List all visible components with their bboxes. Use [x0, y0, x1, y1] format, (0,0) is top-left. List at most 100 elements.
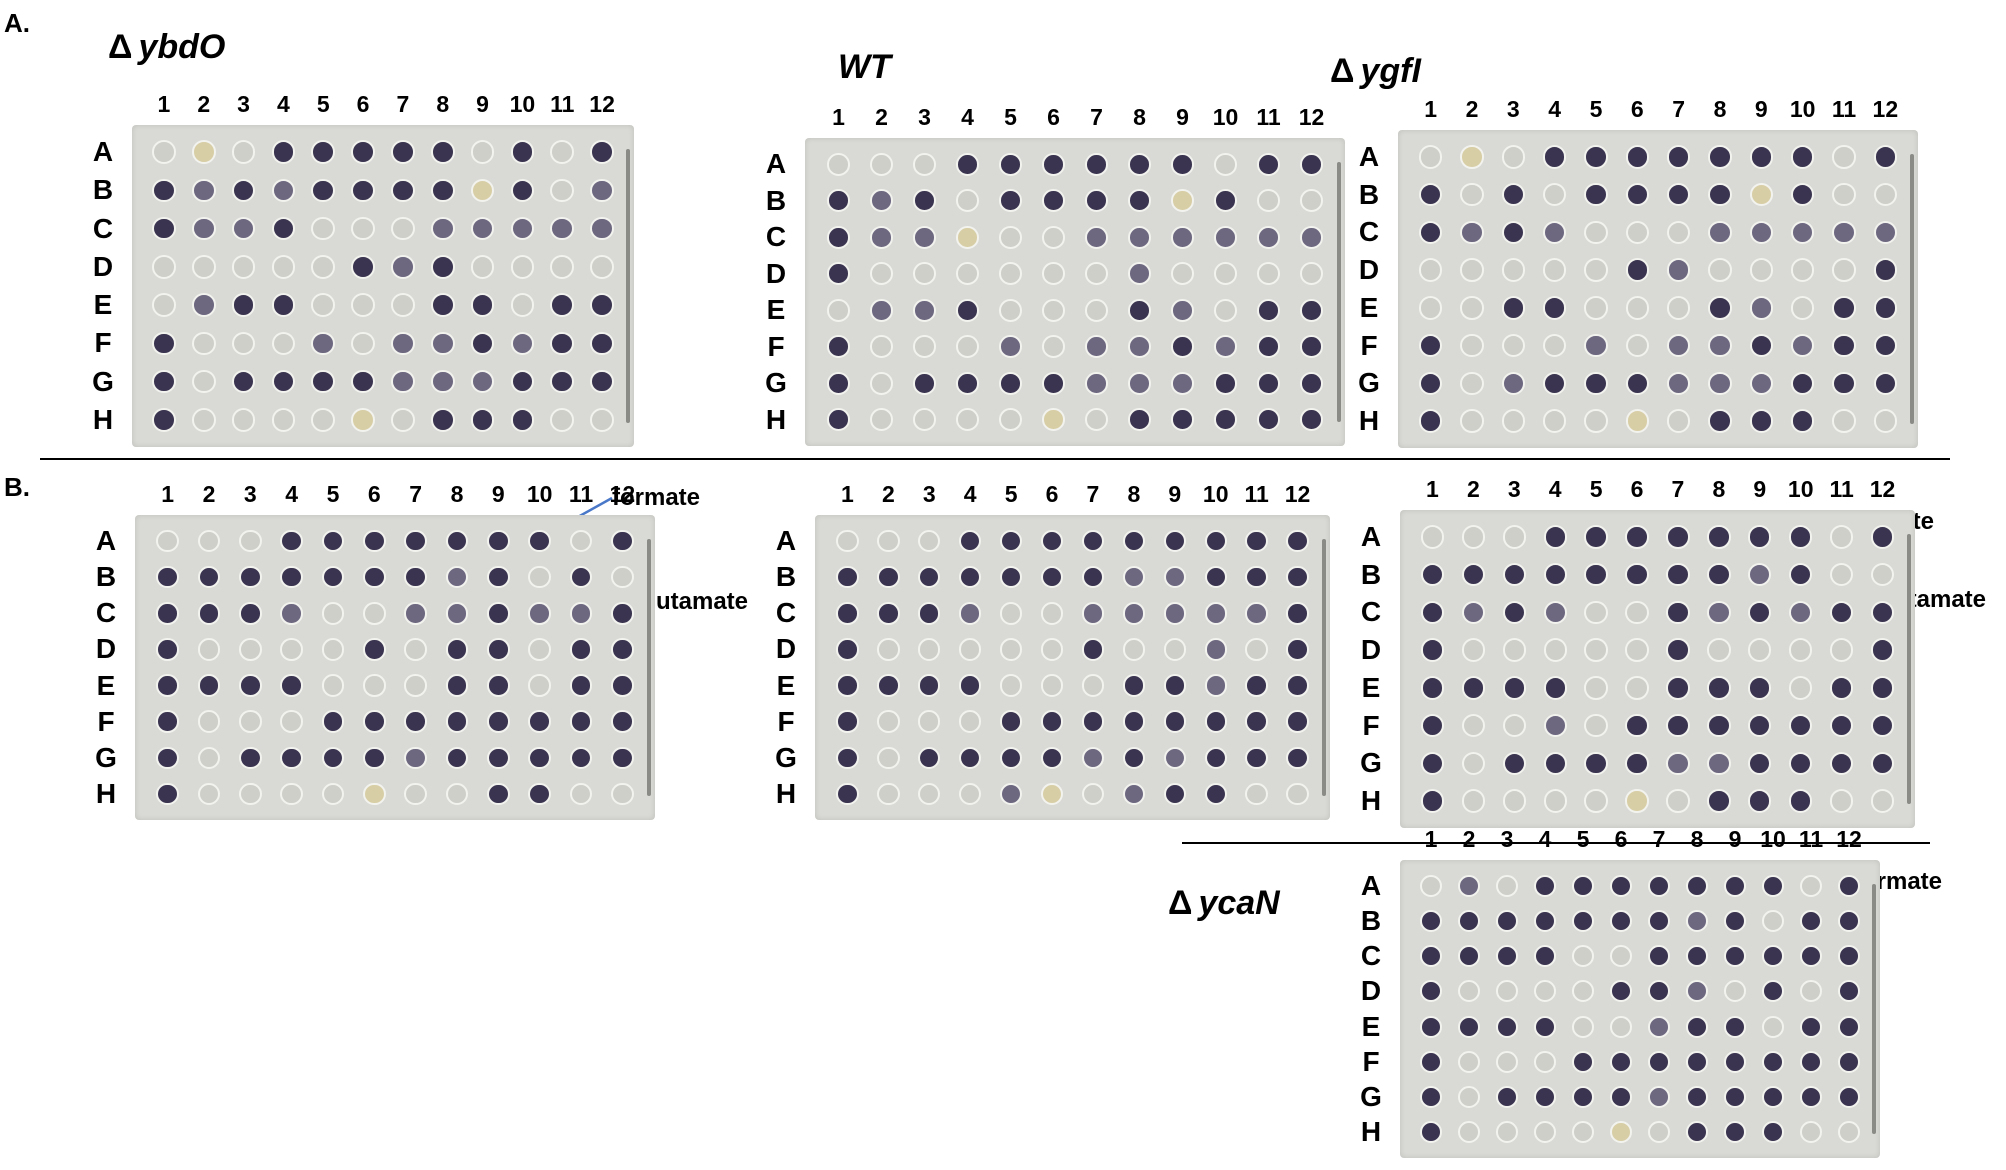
well	[550, 331, 575, 356]
well	[1214, 335, 1237, 359]
well	[1870, 638, 1895, 662]
column-label: 7	[1086, 481, 1100, 507]
well	[351, 369, 375, 394]
row-label: D	[1360, 634, 1382, 666]
row-label: H	[95, 777, 117, 809]
column-label: 4	[963, 481, 977, 507]
well	[1502, 676, 1526, 700]
well	[956, 408, 979, 432]
row-label: D	[1358, 254, 1380, 286]
column-label: 11	[550, 91, 575, 117]
well	[1686, 1050, 1708, 1073]
well	[510, 408, 535, 432]
well	[1832, 333, 1856, 358]
well	[1610, 1050, 1632, 1073]
well	[999, 262, 1022, 286]
well	[1496, 909, 1518, 932]
well	[1800, 1015, 1822, 1038]
well	[1707, 751, 1731, 776]
row-label: G	[95, 741, 117, 773]
well	[918, 782, 941, 806]
well	[1496, 874, 1518, 897]
well	[999, 638, 1023, 661]
well	[1648, 1121, 1670, 1144]
well	[1666, 789, 1690, 813]
well	[1300, 262, 1323, 286]
plate-edge	[1907, 534, 1911, 804]
column-label: 9	[1753, 476, 1767, 502]
well	[1666, 525, 1690, 549]
well	[510, 216, 535, 241]
well	[1122, 746, 1146, 769]
well	[1085, 408, 1108, 432]
well	[1420, 525, 1445, 549]
column-label: 5	[1589, 476, 1603, 502]
well	[271, 255, 296, 279]
well	[445, 602, 469, 625]
well	[1543, 751, 1567, 776]
delta-symbol: Δ	[108, 28, 133, 66]
well	[611, 782, 634, 806]
well	[1625, 789, 1649, 813]
well	[913, 225, 936, 249]
well	[1042, 371, 1065, 395]
well	[280, 782, 303, 806]
well	[1870, 751, 1895, 776]
well	[1163, 638, 1186, 661]
well	[569, 529, 593, 553]
well	[1572, 1121, 1594, 1144]
well	[1748, 789, 1772, 813]
well	[956, 152, 979, 176]
well	[404, 638, 427, 661]
well	[959, 565, 982, 589]
well	[1300, 408, 1323, 432]
well	[590, 369, 614, 394]
well	[1458, 909, 1480, 932]
well	[1420, 676, 1445, 700]
well	[1458, 1050, 1480, 1073]
well	[1040, 638, 1064, 661]
column-label: 3	[1507, 476, 1521, 502]
well	[1081, 674, 1105, 697]
well	[1584, 751, 1608, 776]
well	[1502, 713, 1526, 738]
well	[1204, 782, 1227, 806]
well	[1873, 371, 1898, 396]
row-label: C	[775, 597, 797, 629]
well	[1625, 371, 1650, 396]
row-label: D	[775, 633, 797, 665]
well	[1245, 565, 1268, 589]
well	[1542, 296, 1567, 320]
column-label: 10	[509, 91, 536, 117]
well	[1625, 562, 1649, 587]
well	[913, 408, 936, 432]
well	[363, 529, 386, 553]
well	[321, 602, 345, 625]
well	[1790, 220, 1815, 245]
well	[1458, 945, 1480, 968]
well	[1040, 710, 1064, 733]
annotation-formate-ybdO: formate	[612, 484, 701, 511]
well	[1534, 874, 1556, 897]
well	[913, 189, 936, 213]
well	[1534, 1050, 1556, 1073]
well	[1257, 371, 1280, 395]
column-label: 12	[609, 481, 636, 507]
well	[1042, 225, 1065, 249]
well	[1686, 980, 1708, 1003]
well	[1707, 676, 1731, 700]
well	[1171, 189, 1194, 213]
well	[1584, 713, 1608, 738]
well	[827, 298, 850, 322]
column-label: 4	[1548, 96, 1562, 122]
well	[1873, 296, 1898, 320]
well	[1838, 1015, 1860, 1038]
row-label: D	[92, 250, 114, 282]
well	[1748, 676, 1772, 700]
well	[877, 565, 900, 589]
well	[877, 746, 900, 769]
well	[1534, 1121, 1556, 1144]
well	[191, 140, 216, 164]
well	[1832, 258, 1856, 282]
